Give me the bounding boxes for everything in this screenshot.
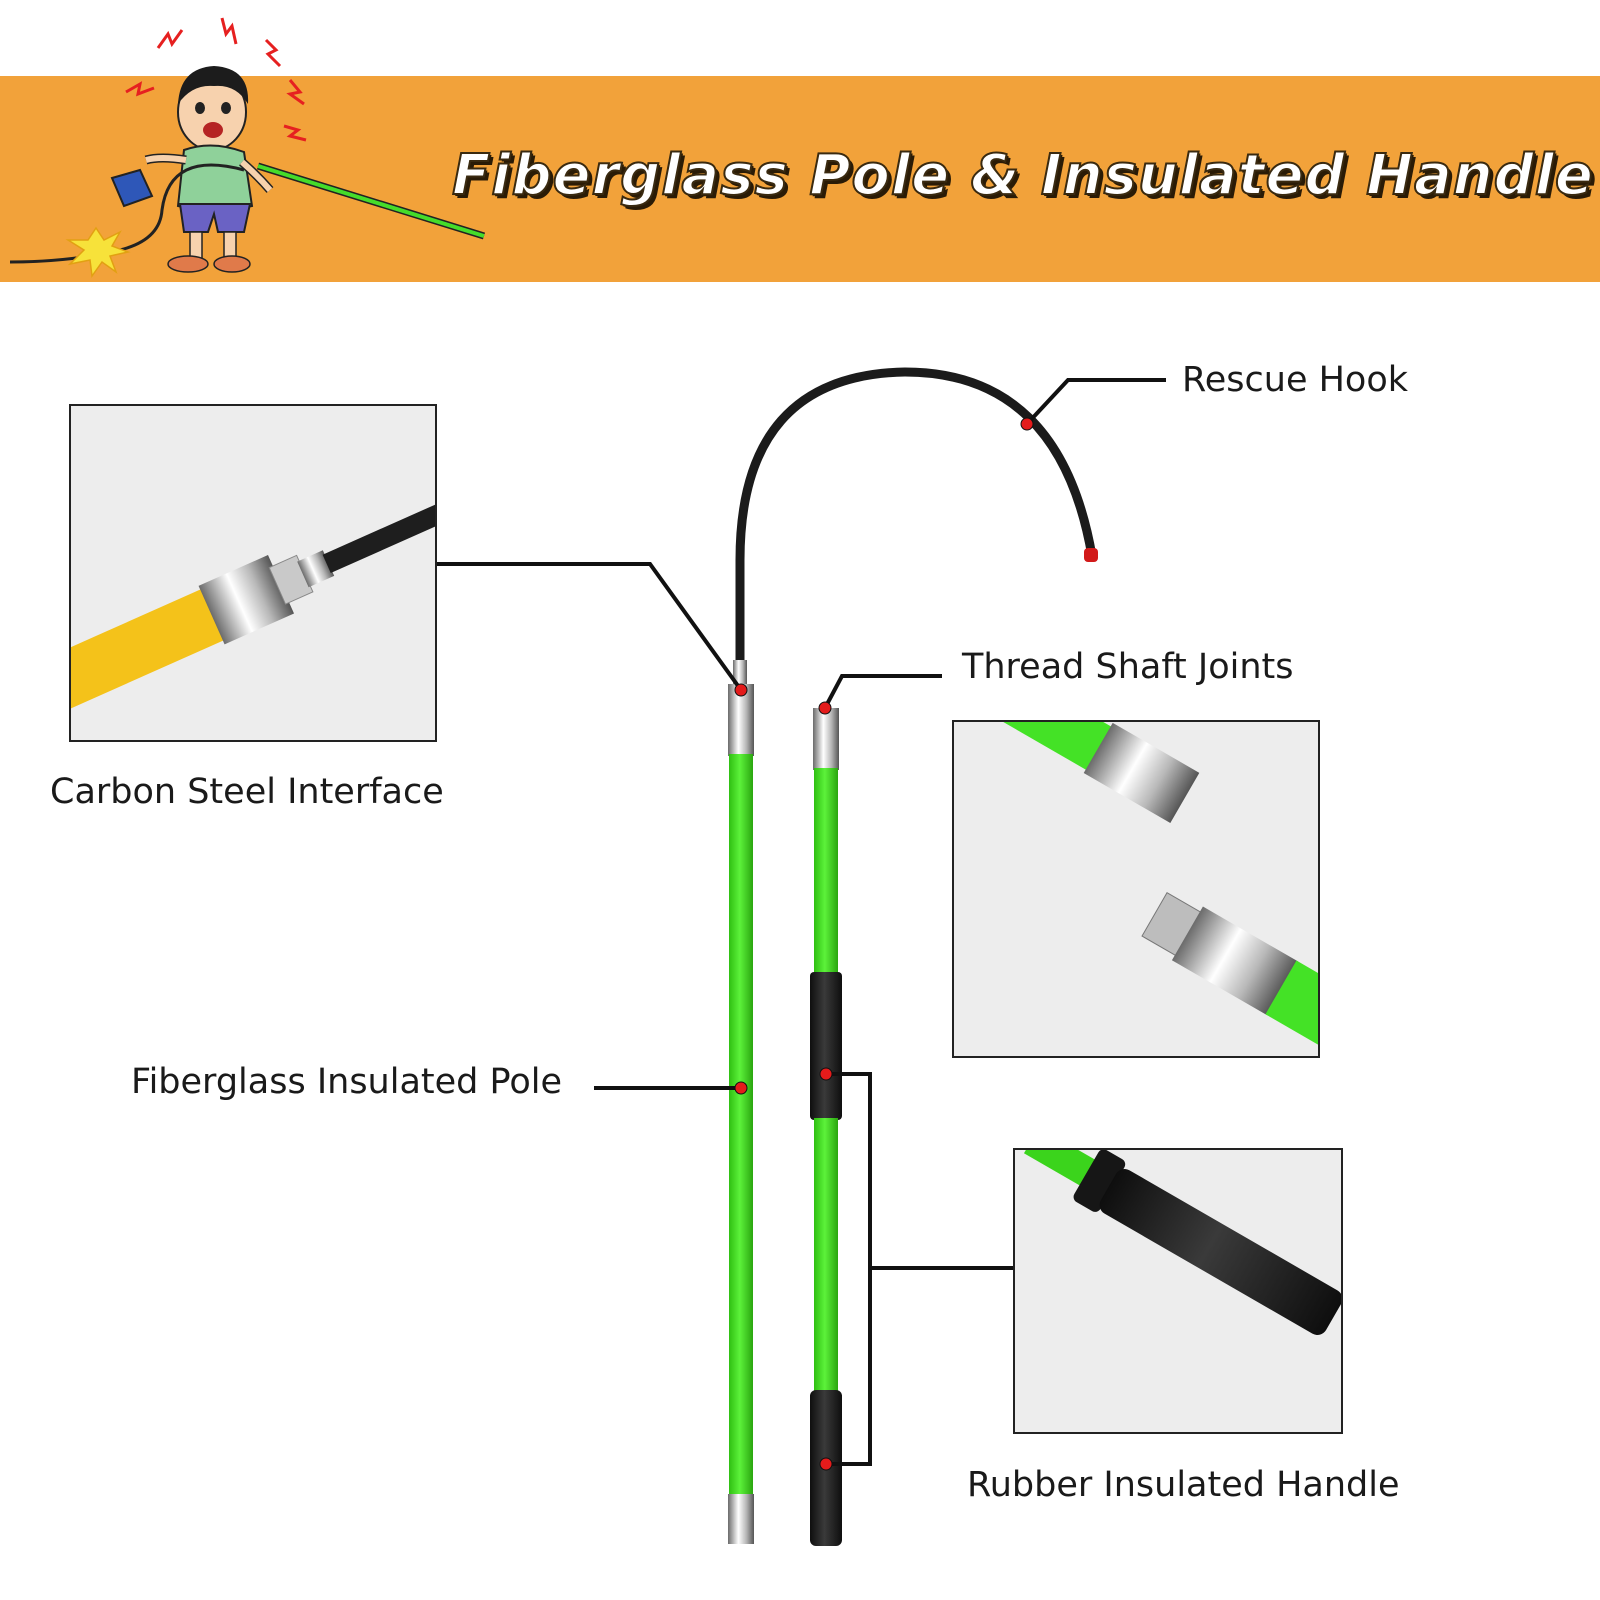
right-pole-section — [810, 708, 842, 1546]
header-banner — [0, 76, 1600, 282]
thread-shaft-joints-photo — [952, 720, 1320, 1058]
rubber-insulated-handle-photo — [1013, 1148, 1343, 1434]
left-pole-section — [728, 660, 754, 1544]
page-title: Fiberglass Pole & Insulated Handle — [451, 142, 1594, 209]
thread-shaft-leader — [823, 674, 942, 709]
carbon-steel-interface-label: Carbon Steel Interface — [50, 772, 444, 812]
rescue-hook — [735, 367, 1097, 677]
carbon-steel-leader — [437, 562, 743, 692]
carbon-steel-interface-photo — [69, 404, 437, 742]
thread-shaft-joints-label: Thread Shaft Joints — [962, 647, 1294, 687]
fiberglass-insulated-pole-label: Fiberglass Insulated Pole — [131, 1062, 563, 1102]
electric-shock-boy-icon — [9, 17, 486, 278]
marker-dot — [734, 1081, 748, 1095]
marker-dot — [819, 1457, 833, 1471]
marker-dot — [1020, 417, 1034, 431]
marker-dot — [818, 701, 832, 715]
rescue-hook-label: Rescue Hook — [1182, 360, 1409, 400]
marker-dot — [819, 1067, 833, 1081]
rubber-insulated-handle-label: Rubber Insulated Handle — [967, 1465, 1400, 1505]
rescue-hook-leader — [1025, 378, 1166, 426]
marker-dot — [734, 683, 748, 697]
